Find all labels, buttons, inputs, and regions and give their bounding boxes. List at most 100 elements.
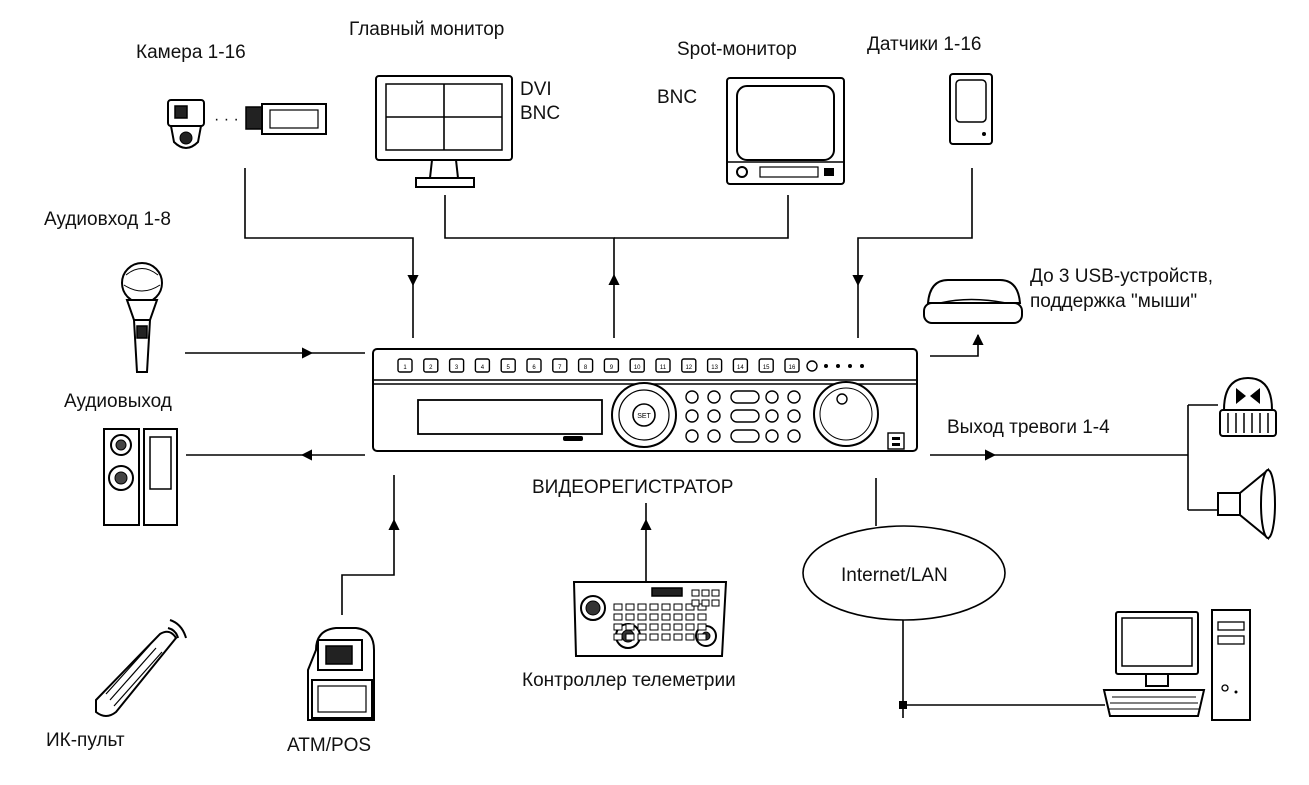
box-camera-icon: [245, 103, 327, 135]
telemetry-key: [649, 623, 659, 631]
telemetry-key: [673, 613, 683, 621]
dvr-channel-button[interactable]: 8: [577, 358, 594, 373]
dvr-key[interactable]: [685, 409, 699, 423]
dvr-key[interactable]: [765, 429, 779, 443]
dvr-key[interactable]: [765, 390, 779, 404]
dvr-pill-key[interactable]: [730, 409, 760, 423]
usb-device-icon: [923, 279, 1023, 324]
telemetry-key: [673, 623, 683, 631]
atm-link: [341, 518, 400, 615]
dvr-key[interactable]: [707, 429, 721, 443]
sensors-label: Датчики 1-16: [867, 34, 981, 55]
dvr-channel-button-label: 8: [584, 365, 588, 371]
main-monitor-icon: [375, 75, 513, 188]
atm-pos-icon: [307, 627, 375, 721]
audio-out-label: Аудиовыход: [64, 391, 172, 412]
telemetry-key: [685, 603, 695, 611]
dvr-key[interactable]: [685, 390, 699, 404]
dvr-channel-button-label: 11: [660, 365, 667, 371]
telemetry-key: [661, 633, 671, 641]
camera-label: Камера 1-16: [136, 42, 246, 63]
telemetry-key: [685, 613, 695, 621]
dvr-channel-button[interactable]: 12: [681, 358, 697, 373]
telemetry-key: [673, 603, 683, 611]
dvr-channel-button[interactable]: 2: [423, 358, 439, 373]
dvr-channel-button[interactable]: 6: [526, 358, 542, 373]
main-monitor-dvi-label: DVI: [520, 79, 552, 100]
spot-monitor-bnc-label: BNC: [657, 87, 697, 108]
dvr-channel-button[interactable]: 4: [474, 358, 491, 373]
telemetry-key: [637, 633, 647, 641]
dvr-channel-button[interactable]: 9: [603, 358, 620, 373]
network-junction: [899, 701, 907, 709]
telemetry-key: [697, 613, 707, 621]
dvr-channel-button-label: 1: [403, 365, 407, 371]
dvr-channel-button-label: 6: [532, 365, 536, 371]
camera-ellipsis: · · ·: [214, 111, 239, 128]
telemetry-key: [701, 589, 710, 597]
dvr-set-button-label: SET: [637, 413, 651, 420]
connection-lines: [185, 168, 1218, 718]
dvr-channel-button-label: 16: [789, 365, 796, 371]
speakers-icon: [103, 428, 178, 526]
telemetry-key: [625, 633, 635, 641]
dvr-channel-button[interactable]: 3: [448, 358, 465, 373]
camera-link: [244, 168, 419, 287]
telemetry-key: [691, 589, 700, 597]
telemetry-key: [637, 613, 647, 621]
dvr-channel-button[interactable]: 1: [397, 358, 413, 373]
main-monitor-label: Главный монитор: [349, 19, 504, 40]
dvr-channel-button[interactable]: 7: [552, 358, 568, 373]
telemetry-key: [613, 633, 623, 641]
telemetry-key: [697, 623, 707, 631]
dvr-channel-button[interactable]: 14: [732, 358, 749, 373]
dvr-pill-key[interactable]: [730, 429, 760, 443]
spot-monitor-link: [614, 195, 789, 239]
ptz-camera-icon: [167, 99, 205, 149]
network-label: Internet/LAN: [841, 565, 948, 586]
dvr-channel-button[interactable]: 11: [655, 358, 671, 373]
dvr-channel-button[interactable]: 5: [500, 358, 516, 373]
dvr-channel-button[interactable]: 10: [629, 358, 645, 373]
dvr-key[interactable]: [685, 429, 699, 443]
telemetry-key: [613, 623, 623, 631]
dvr-channel-button[interactable]: 13: [706, 358, 723, 373]
dvr-key[interactable]: [787, 390, 801, 404]
monitor-link-bus: [444, 195, 615, 275]
telemetry-key: [661, 603, 671, 611]
dvr-key[interactable]: [787, 409, 801, 423]
dvr-channel-button-label: 2: [429, 365, 433, 371]
siren-icon: [1219, 376, 1277, 437]
telemetry-key: [711, 599, 720, 607]
spot-monitor-icon: [726, 77, 845, 185]
dvr-channel-button-label: 3: [455, 365, 459, 371]
dvr-key[interactable]: [765, 409, 779, 423]
dvr-pill-key[interactable]: [730, 390, 760, 404]
dvr-channel-button-label: 13: [711, 365, 718, 371]
sensor-icon: [949, 73, 993, 145]
dvr-channel-button-label: 15: [763, 365, 770, 371]
telemetry-controller-icon: [572, 581, 728, 657]
microphone-icon: [121, 262, 163, 373]
dvr-channel-button[interactable]: 15: [758, 358, 774, 373]
telemetry-key: [625, 613, 635, 621]
dvr-key[interactable]: [787, 429, 801, 443]
telemetry-key: [685, 623, 695, 631]
telemetry-key: [697, 633, 707, 641]
telemetry-key: [637, 623, 647, 631]
dvr-key[interactable]: [707, 409, 721, 423]
telemetry-label: Контроллер телеметрии: [522, 670, 736, 691]
dvr-channel-button-label: 12: [685, 365, 692, 371]
usb-label-line2: поддержка "мыши": [1030, 291, 1197, 312]
alarm-out-label: Выход тревоги 1-4: [947, 417, 1110, 438]
dvr-key[interactable]: [707, 390, 721, 404]
ir-remote-icon: [95, 619, 187, 717]
audio-in-label: Аудиовход 1-8: [44, 209, 171, 230]
ir-remote-label: ИК-пульт: [46, 730, 125, 751]
telemetry-key: [613, 603, 623, 611]
dvr-display: [417, 399, 603, 435]
telemetry-key: [701, 599, 710, 607]
dvr-channel-button[interactable]: 16: [784, 358, 800, 373]
telemetry-key: [649, 603, 659, 611]
dvr-channel-button-label: 14: [737, 365, 744, 371]
